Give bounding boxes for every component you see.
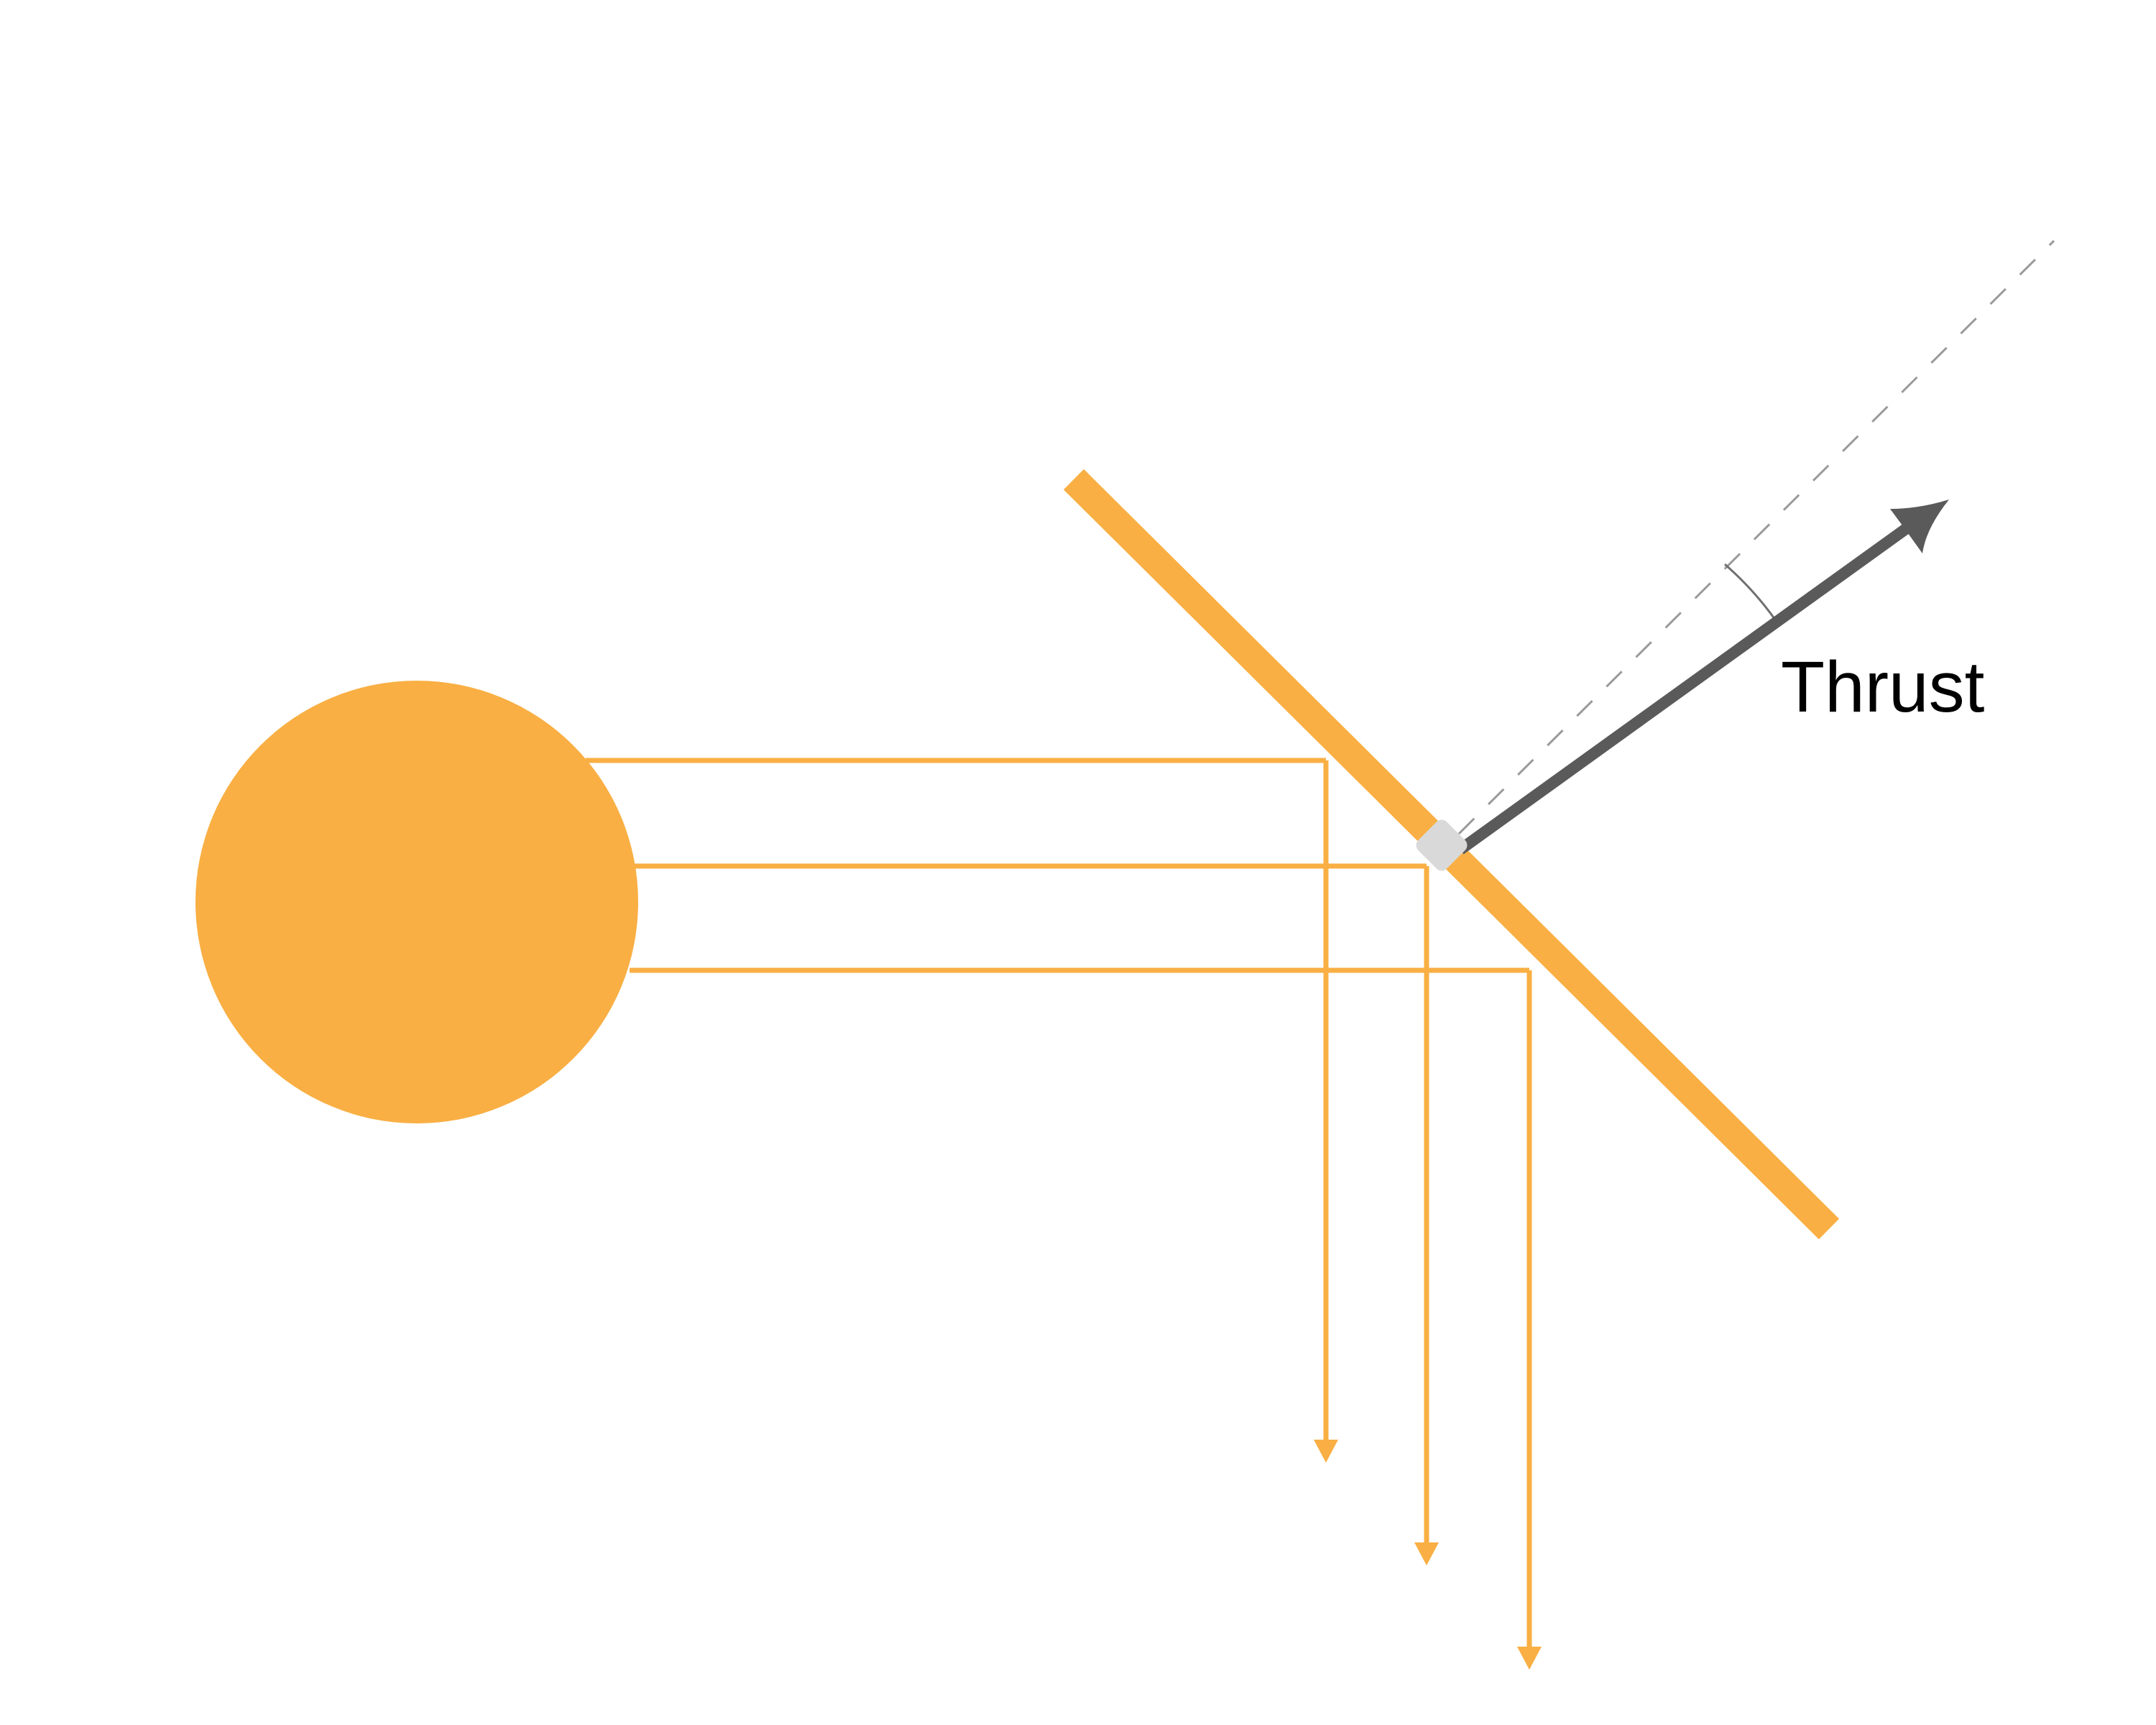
light-ray-arrowhead-3 <box>1517 1647 1542 1670</box>
light-ray-arrowhead-2 <box>1414 1542 1439 1565</box>
angle-arc <box>1724 563 1777 620</box>
thrust-arrowhead <box>1890 500 1949 553</box>
sun <box>195 681 638 1123</box>
light-ray-arrowhead-1 <box>1314 1440 1338 1463</box>
thrust-arrow-shaft <box>1457 520 1915 855</box>
spacecraft <box>1416 819 1468 871</box>
thrust-label: Thrust <box>1781 647 1985 727</box>
sail-normal-dashed-line <box>1457 239 2055 835</box>
